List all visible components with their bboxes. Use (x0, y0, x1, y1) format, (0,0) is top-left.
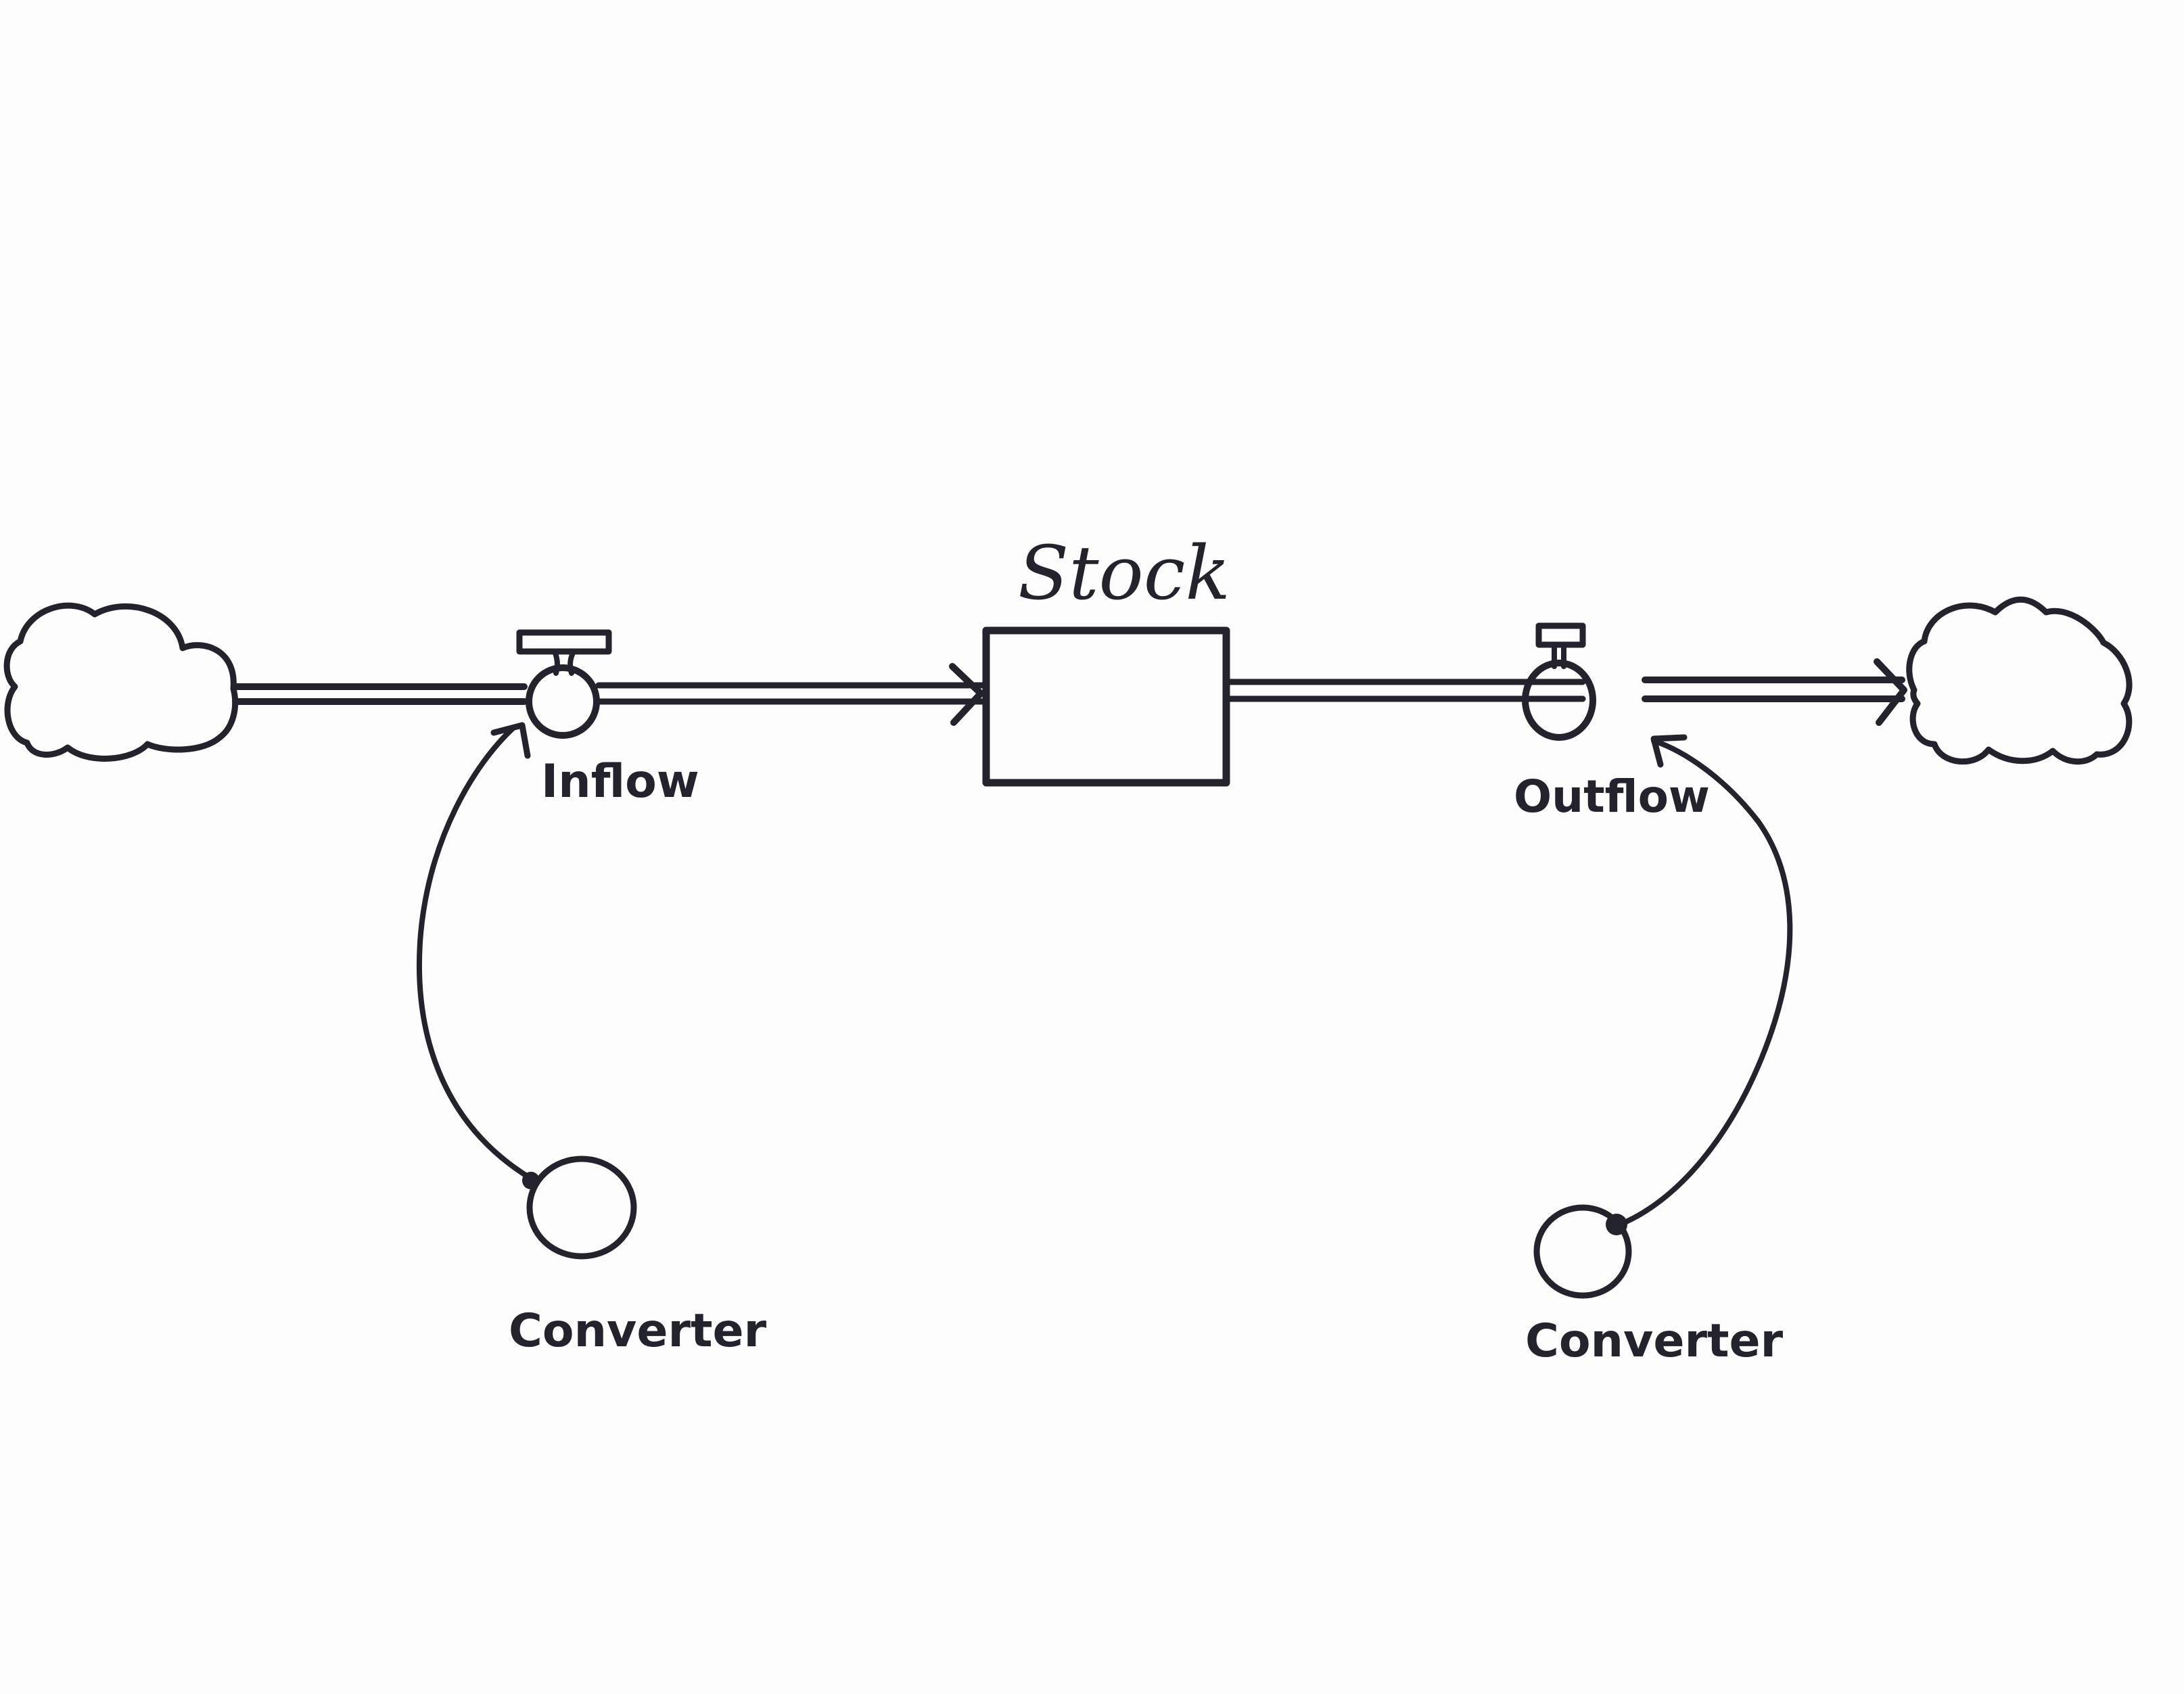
left-connector-arrowhead (490, 722, 531, 759)
stock-box (982, 626, 1230, 787)
right-converter-label: Converter (1525, 1314, 1784, 1368)
left-converter-circle (526, 1155, 637, 1260)
inflow-valve (516, 629, 612, 739)
inflow-valve-circle (526, 664, 600, 739)
outflow-valve-circle (1522, 660, 1596, 741)
inflow-valve-handle (516, 629, 612, 655)
stock-label: Stock (1018, 530, 1230, 616)
sink-cloud (1906, 596, 2133, 765)
outflow-label: Outflow (1514, 771, 1710, 823)
right-connector (1617, 738, 1793, 1227)
right-connector-arrowhead (1650, 734, 1688, 768)
right-converter-circle (1533, 1204, 1632, 1299)
inflow-arrowhead (949, 663, 984, 726)
inflow-label: Inflow (541, 755, 699, 808)
source-cloud (3, 602, 239, 762)
outflow-valve-handle (1535, 622, 1586, 648)
outflow-arrowhead (1874, 658, 1907, 726)
left-converter-label: Converter (509, 1304, 767, 1358)
left-connector (417, 725, 534, 1181)
outflow-valve (1522, 622, 1596, 741)
